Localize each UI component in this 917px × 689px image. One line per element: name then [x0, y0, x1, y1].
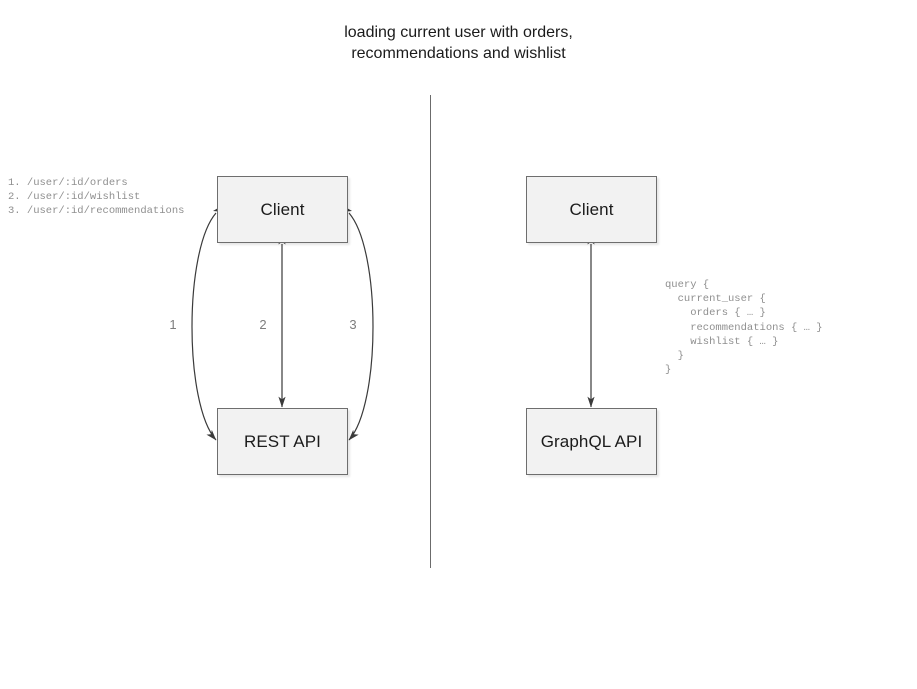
node-rest-client-label: Client	[260, 199, 305, 219]
node-graphql-api[interactable]: GraphQL API	[526, 408, 657, 475]
rest-edge-1-number: 1	[169, 317, 177, 332]
rest-edge-3-number: 3	[349, 317, 357, 332]
page-title: loading current user with orders, recomm…	[344, 24, 573, 62]
node-rest-client[interactable]: Client	[217, 176, 348, 243]
rest-endpoint-list: 1. /user/:id/orders 2. /user/:id/wishlis…	[8, 177, 185, 218]
node-graphql-client-label: Client	[569, 199, 614, 219]
node-graphql-api-label: GraphQL API	[540, 431, 643, 451]
node-rest-api[interactable]: REST API	[217, 408, 348, 475]
node-graphql-client[interactable]: Client	[526, 176, 657, 243]
node-rest-api-label: REST API	[243, 431, 322, 451]
rest-edge-1-curve	[191, 205, 223, 441]
rest-edge-2-number: 2	[259, 317, 267, 332]
graphql-query-snippet: query { current_user { orders { … } reco…	[665, 279, 823, 377]
vertical-divider	[430, 95, 431, 568]
